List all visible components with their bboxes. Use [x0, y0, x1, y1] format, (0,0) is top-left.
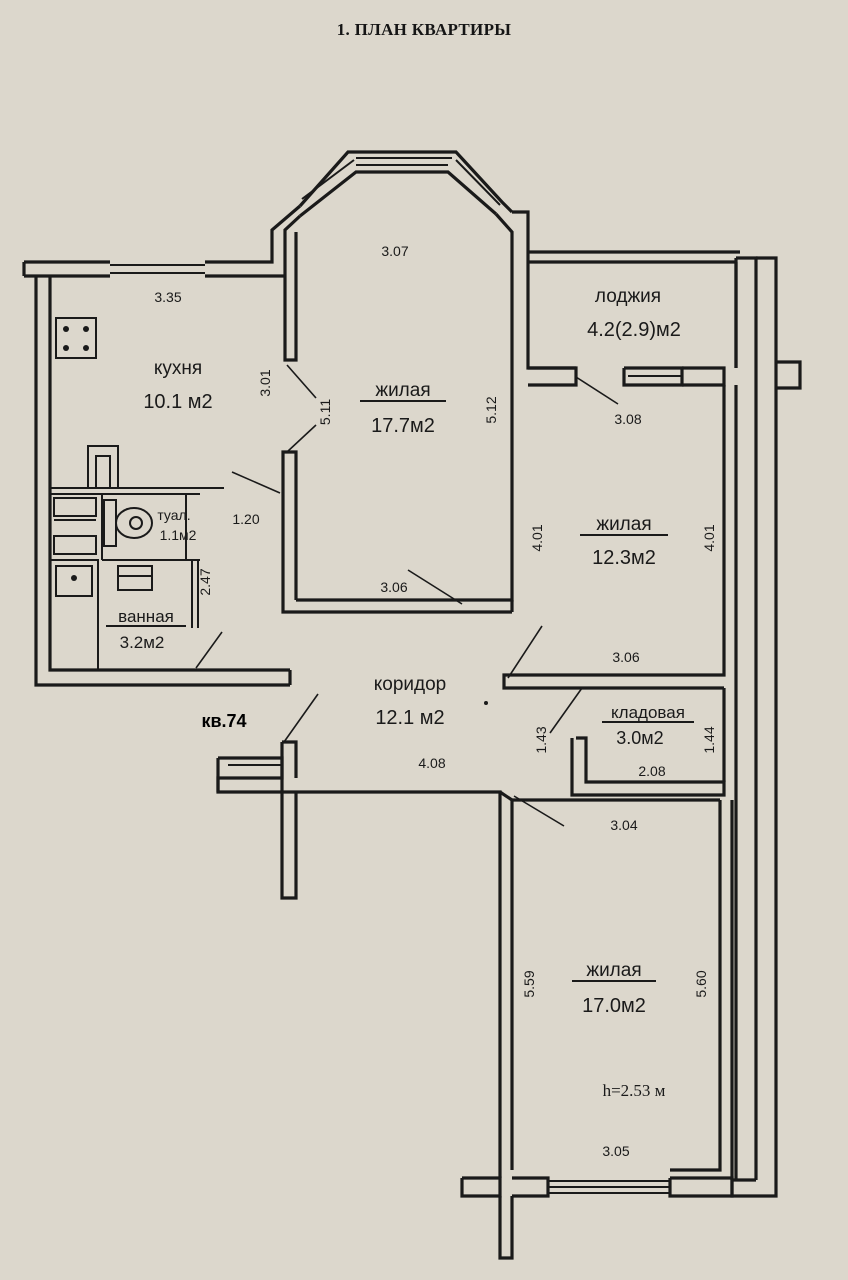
storage-name: кладовая	[611, 703, 685, 722]
dim-corridor-bottom: 4.08	[418, 755, 445, 771]
bathtub-icon	[117, 565, 153, 591]
door-swing-loggia	[575, 376, 619, 405]
dim-living1-top: 3.07	[381, 243, 408, 259]
living2-name: жилая	[596, 514, 651, 535]
cabinet-icon	[53, 497, 97, 555]
dim-living1-left: 5.11	[317, 399, 333, 425]
room-labels: кухня 10.1 м2 жилая 17.7м2 лоджия 4.2(2.…	[106, 286, 694, 1100]
washing-machine-icon	[55, 565, 93, 597]
corridor-dot	[484, 701, 488, 705]
door-swing-living3	[513, 795, 565, 827]
page-title: 1. ПЛАН КВАРТИРЫ	[336, 20, 512, 39]
door-swing-living2	[507, 625, 543, 679]
living1-name: жилая	[375, 380, 430, 401]
fixtures	[53, 317, 153, 597]
dim-living3-right: 5.60	[693, 970, 709, 997]
dim-loggia-bottom: 3.08	[614, 411, 641, 427]
dim-living2-bottom: 3.06	[612, 649, 639, 665]
bathroom-area: 3.2м2	[120, 633, 165, 652]
door-swing-living1-corridor	[407, 569, 463, 605]
living2-area: 12.3м2	[592, 547, 656, 569]
living1-area: 17.7м2	[371, 415, 435, 437]
corridor-name: коридор	[374, 674, 447, 695]
doors	[195, 364, 619, 827]
storage-area: 3.0м2	[616, 728, 663, 748]
ceiling-height: h=2.53 м	[603, 1081, 666, 1100]
door-swing-storage	[549, 687, 583, 734]
living3-name: жилая	[586, 960, 641, 981]
toilet-area: 1.1м2	[160, 527, 197, 543]
door-swing-living1-top	[286, 364, 317, 399]
door-swing-living1-bottom	[286, 424, 317, 453]
dim-living1-right: 5.12	[483, 396, 499, 423]
door-swing-toilet	[231, 471, 281, 494]
door-swing-entrance	[283, 693, 319, 743]
door-swing-bathroom	[195, 631, 223, 669]
kitchen-area: 10.1 м2	[143, 391, 212, 413]
dim-kitchen-width: 3.35	[154, 289, 181, 305]
dimension-labels: 3.35 3.01 3.07 5.11 5.12 3.06 3.08 4.01 …	[154, 243, 717, 1159]
loggia-name: лоджия	[595, 286, 661, 307]
stove-icon	[55, 317, 97, 359]
living3-area: 17.0м2	[582, 995, 646, 1017]
dim-kitchen-height: 3.01	[257, 369, 273, 396]
sink-icon	[87, 445, 119, 489]
corridor-area: 12.1 м2	[375, 707, 444, 729]
dim-storage-bottom: 2.08	[638, 763, 665, 779]
dim-living3-bottom: 3.05	[602, 1143, 629, 1159]
dim-storage-left: 1.43	[533, 726, 549, 753]
walls	[22, 150, 802, 1260]
dim-living1-bottom: 3.06	[380, 579, 407, 595]
dim-living3-left: 5.59	[521, 970, 537, 997]
dim-storage-right: 1.44	[701, 726, 717, 753]
toilet-name: туал.	[157, 507, 190, 523]
toilet-icon	[103, 499, 153, 547]
dim-living3-top: 3.04	[610, 817, 637, 833]
apartment-number: кв.74	[201, 711, 246, 731]
dim-bath-height: 2.47	[197, 568, 213, 595]
dim-living2-right: 4.01	[701, 524, 717, 551]
bathroom-name: ванная	[118, 607, 174, 626]
dim-toilet-width: 1.20	[232, 511, 259, 527]
kitchen-name: кухня	[154, 358, 202, 379]
loggia-area: 4.2(2.9)м2	[587, 319, 681, 341]
dim-living2-left: 4.01	[529, 524, 545, 551]
